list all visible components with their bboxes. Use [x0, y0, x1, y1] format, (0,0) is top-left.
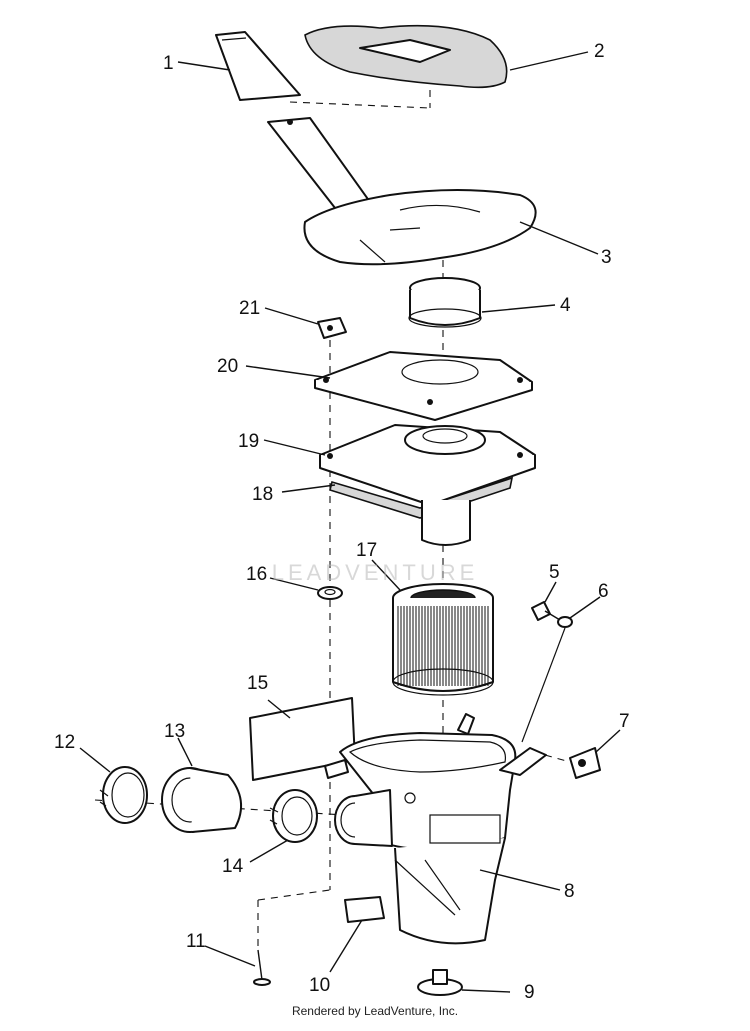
callout-label: 6 — [598, 581, 609, 602]
part-12-clamp — [99, 766, 148, 824]
part-16-nut — [317, 586, 343, 600]
part-5-bolt — [531, 601, 561, 621]
part-14-clamp — [269, 789, 318, 843]
callout-label: 8 — [564, 881, 575, 902]
part-21-clip — [317, 317, 347, 339]
callout-labels: 1 2 3 4 5 6 7 8 9 10 11 12 13 14 15 16 1… — [54, 41, 630, 1003]
callout-label: 14 — [222, 856, 244, 877]
part-19-tube — [421, 500, 471, 546]
part-4-boot — [408, 277, 482, 328]
callout-label: 7 — [619, 711, 630, 732]
callout-label: 2 — [594, 41, 605, 62]
callout-label: 5 — [549, 562, 560, 583]
callout-label: 18 — [252, 484, 273, 505]
callout-label: 19 — [238, 431, 259, 452]
callout-label: 11 — [186, 931, 206, 952]
callout-label: 9 — [524, 982, 535, 1003]
callout-label: 3 — [601, 247, 612, 268]
callout-label: 4 — [560, 295, 571, 316]
part-13-adapter — [161, 767, 243, 833]
leader-lines — [79, 51, 621, 993]
callout-label: 15 — [247, 673, 268, 694]
part-6-washer — [521, 616, 573, 743]
footer-credit: Rendered by LeadVenture, Inc. — [291, 1004, 459, 1018]
part-10-block — [344, 896, 385, 923]
part-17-filter — [392, 583, 494, 696]
callout-label: 10 — [309, 975, 330, 996]
filter-pleats — [397, 606, 489, 686]
part-9-drain — [417, 969, 463, 996]
callout-label: 16 — [246, 564, 267, 585]
part-3-hood — [267, 117, 537, 266]
part-19-cover — [319, 424, 536, 506]
callout-label: 17 — [356, 540, 377, 561]
part-8-inlet — [334, 789, 393, 847]
callout-label: 1 — [163, 53, 174, 74]
part-11-screw — [253, 949, 271, 986]
callout-label: 21 — [239, 298, 260, 319]
callout-label: 12 — [54, 732, 75, 753]
callout-label: 20 — [217, 356, 238, 377]
callout-label: 13 — [164, 721, 185, 742]
part-7-bracket — [544, 747, 601, 779]
part-20-top-plate — [314, 351, 533, 421]
part-1-panel — [215, 31, 301, 101]
part-2-foam — [304, 24, 508, 89]
watermark: LEADVENTURE — [271, 560, 479, 585]
